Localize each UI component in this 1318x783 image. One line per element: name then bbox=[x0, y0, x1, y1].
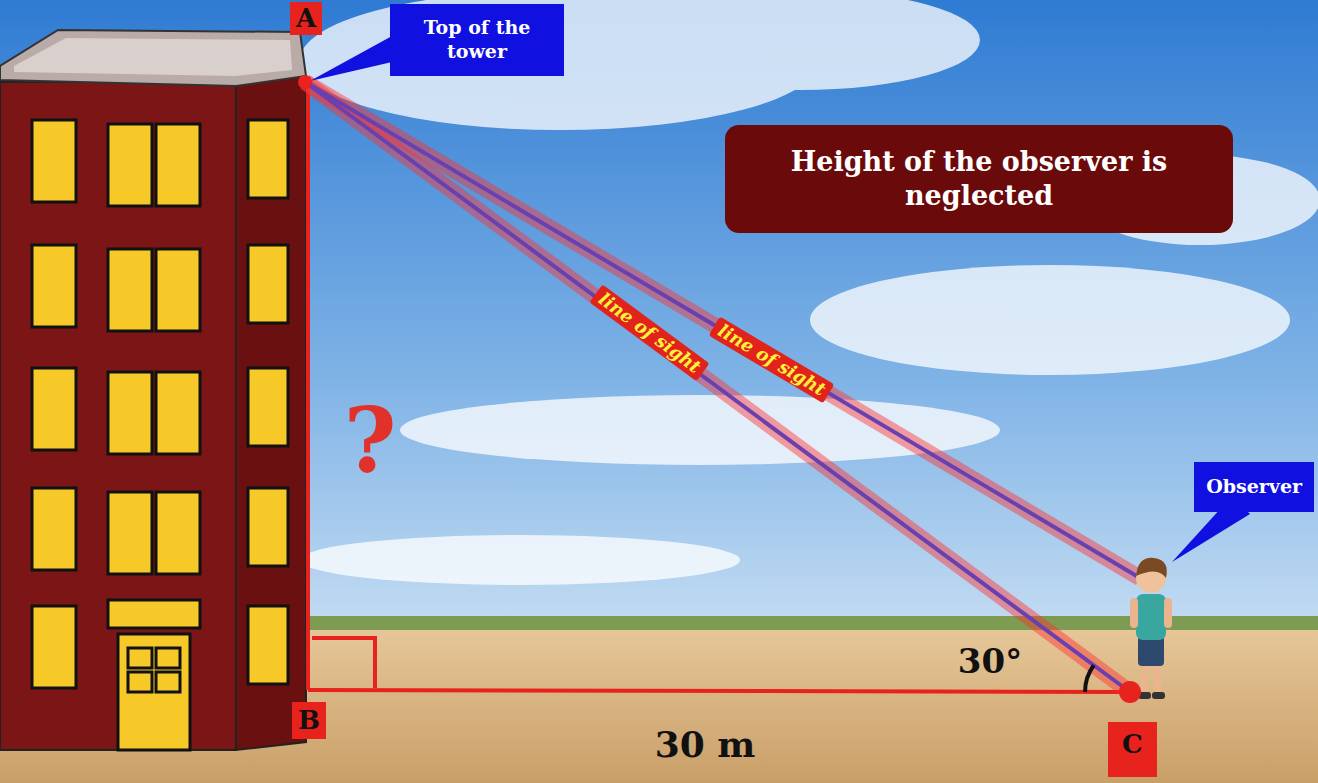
window bbox=[156, 492, 200, 574]
label-text: 30° bbox=[958, 643, 1022, 680]
window bbox=[156, 372, 200, 454]
right-angle-mark bbox=[312, 638, 375, 688]
label-text: ? bbox=[344, 391, 397, 490]
unknown-mark: ? bbox=[344, 391, 397, 490]
vertex-dot bbox=[1119, 681, 1141, 703]
base-line bbox=[308, 690, 1130, 692]
label-text: 30 m bbox=[655, 725, 756, 765]
clouds bbox=[300, 0, 1318, 585]
window bbox=[32, 488, 76, 570]
window bbox=[108, 124, 152, 206]
observer-figure bbox=[1130, 558, 1172, 699]
window bbox=[128, 672, 152, 692]
node-text: C bbox=[1122, 728, 1143, 761]
vertex-dot bbox=[298, 75, 312, 89]
window bbox=[248, 368, 288, 446]
angle-arc bbox=[1085, 665, 1094, 692]
building bbox=[0, 30, 306, 750]
callout-pointer bbox=[310, 36, 392, 81]
node-text: Top of the tower bbox=[400, 16, 554, 64]
dimension-label: 30 m bbox=[655, 725, 756, 765]
window bbox=[248, 606, 288, 684]
angle-label: 30° bbox=[958, 643, 1022, 680]
vertex-label: B bbox=[292, 702, 326, 739]
window bbox=[128, 648, 152, 668]
window bbox=[156, 124, 200, 206]
node-text: A bbox=[296, 2, 316, 35]
note-box: Height of the observer is neglected bbox=[725, 125, 1233, 233]
node-text: B bbox=[298, 704, 320, 737]
window bbox=[108, 372, 152, 454]
callout-box: Top of the tower bbox=[390, 4, 564, 76]
window bbox=[156, 648, 180, 668]
vertex-label: A bbox=[290, 2, 322, 35]
window bbox=[32, 368, 76, 450]
node-text: Height of the observer is neglected bbox=[749, 145, 1209, 213]
window bbox=[32, 245, 76, 327]
callout-box: Observer bbox=[1194, 462, 1314, 512]
window bbox=[248, 245, 288, 323]
window bbox=[156, 672, 180, 692]
window bbox=[156, 249, 200, 331]
window bbox=[32, 606, 76, 688]
node-text: Observer bbox=[1206, 475, 1302, 499]
window bbox=[32, 120, 76, 202]
window bbox=[108, 492, 152, 574]
height-line bbox=[306, 82, 310, 690]
window bbox=[248, 488, 288, 566]
window bbox=[248, 120, 288, 198]
window bbox=[108, 600, 200, 628]
window bbox=[108, 249, 152, 331]
window bbox=[118, 634, 190, 750]
vertex-label: C bbox=[1108, 722, 1157, 777]
